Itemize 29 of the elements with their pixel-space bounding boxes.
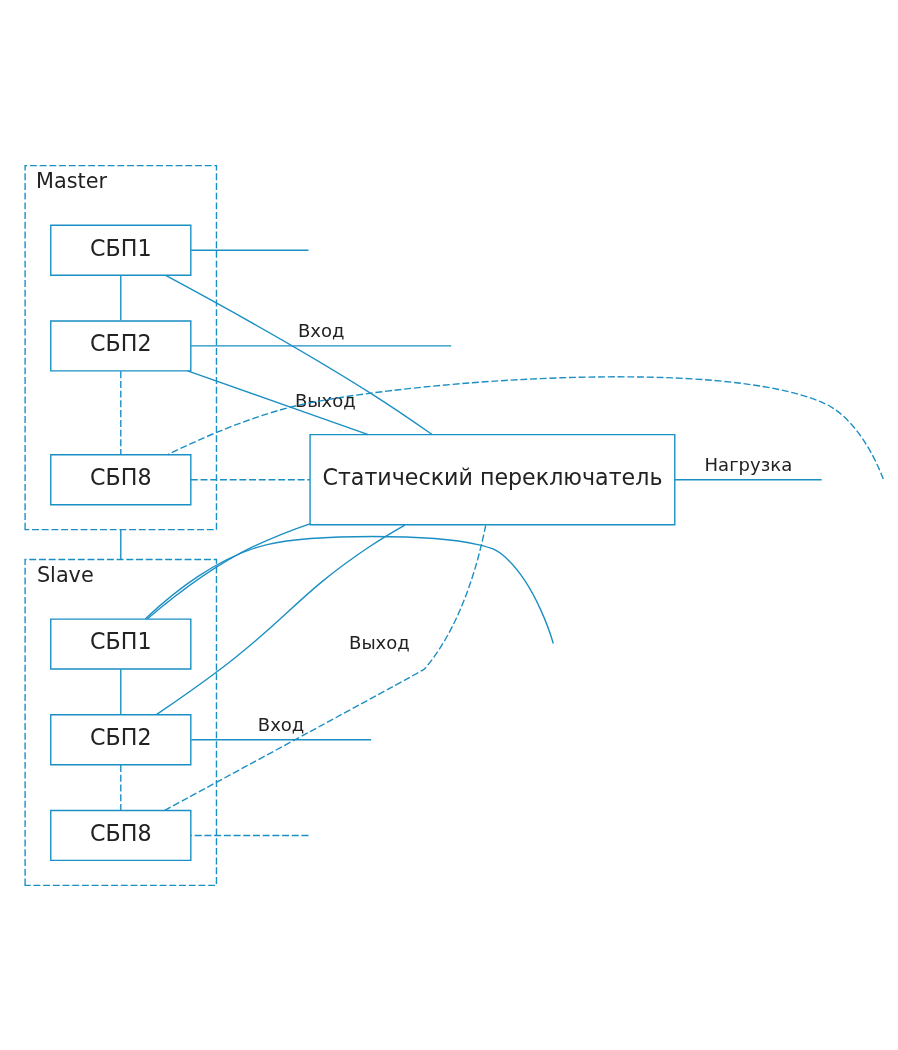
node-box: СБП8 [50, 809, 192, 861]
connector [120, 370, 122, 455]
connector [120, 668, 122, 715]
connector [190, 834, 310, 836]
edge-label: Выход [349, 631, 410, 653]
connector [146, 522, 311, 620]
node-box: СБП8 [50, 453, 192, 505]
edge-label: Вход [298, 319, 345, 341]
node-box: СБП2 [50, 713, 192, 765]
connector [190, 344, 452, 347]
node-box: СБП2 [50, 319, 192, 372]
connector [120, 274, 122, 321]
connector [165, 274, 433, 435]
connector [674, 478, 823, 480]
connector [190, 249, 310, 251]
connector [120, 763, 122, 811]
node-box: СБП1 [50, 224, 192, 276]
connector [144, 535, 554, 644]
connector [190, 478, 311, 480]
edge-label: Нагрузка [704, 453, 793, 475]
node-box: Статический переключатель [309, 433, 676, 525]
connector [120, 528, 122, 560]
connector [190, 738, 372, 740]
connector [186, 369, 369, 435]
connector [167, 375, 884, 480]
node-box: СБП1 [50, 617, 192, 670]
connector [155, 523, 406, 715]
edge-label: Вход [257, 713, 305, 735]
connector [164, 523, 487, 811]
